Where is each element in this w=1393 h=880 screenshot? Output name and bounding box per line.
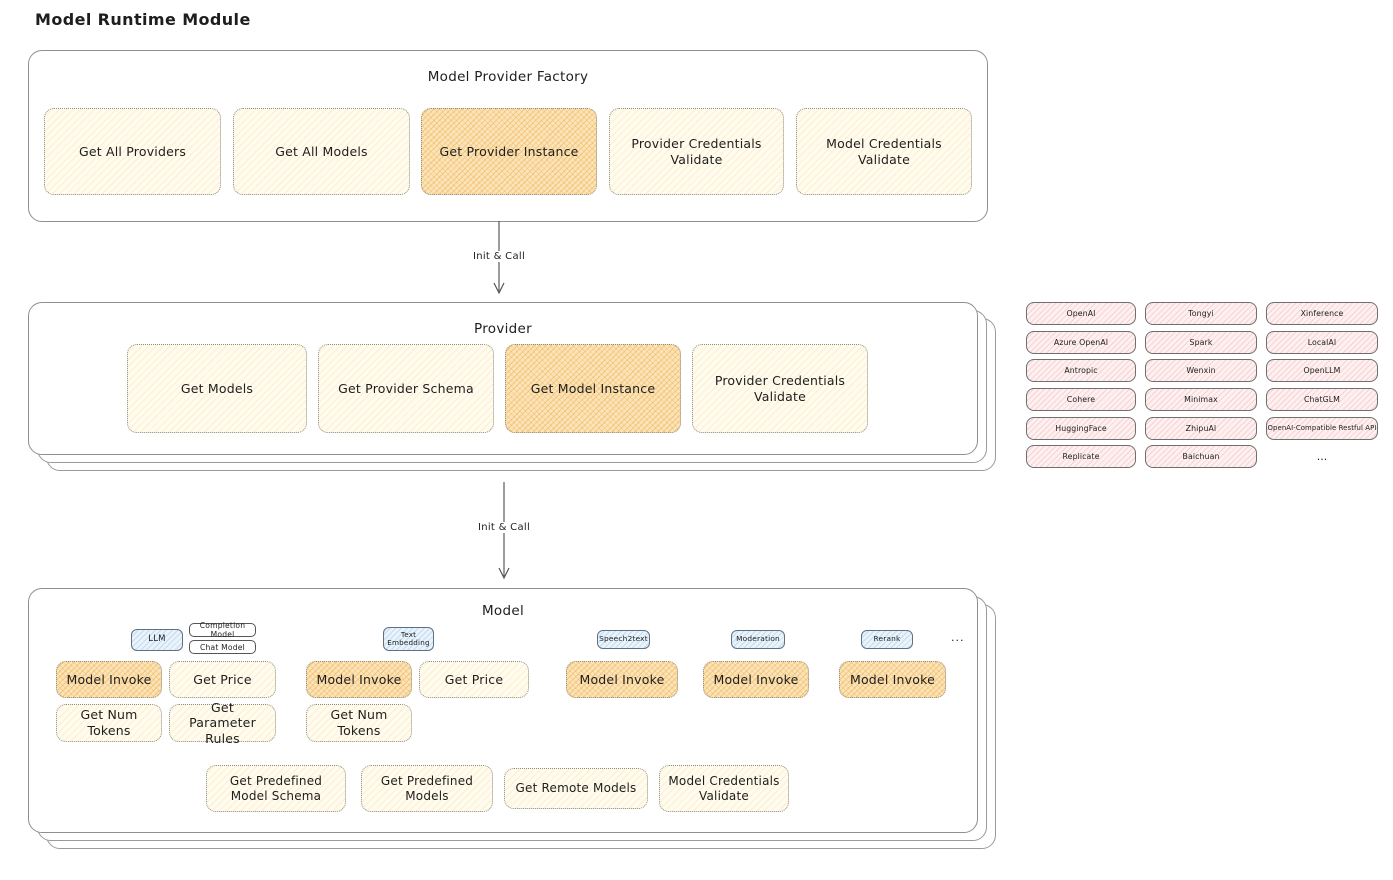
provider-tag-azure-openai: Azure OpenAI	[1026, 330, 1136, 354]
provider-tags-grid: OpenAI Tongyi Xinference Azure OpenAI Sp…	[1026, 302, 1378, 469]
provider-tag-baichuan: Baichuan	[1145, 445, 1257, 469]
speech2text-model-invoke-box: Model Invoke	[566, 661, 678, 698]
factory-get-all-providers-box: Get All Providers	[44, 108, 221, 195]
tab-llm: LLM	[131, 629, 183, 651]
provider-get-model-instance-box: Get Model Instance	[505, 344, 681, 433]
moderation-model-invoke-box: Model Invoke	[703, 661, 809, 698]
provider-tag-huggingface: HuggingFace	[1026, 416, 1136, 440]
factory-get-all-models-box: Get All Models	[233, 108, 410, 195]
provider-tag-antropic: Antropic	[1026, 359, 1136, 383]
llm-get-price-box: Get Price	[169, 661, 276, 698]
tab-chat-model: Chat Model	[189, 640, 256, 654]
provider-tag-openai: OpenAI	[1026, 302, 1136, 325]
factory-model-credentials-validate-box: Model Credentials Validate	[796, 108, 972, 195]
provider-tag-replicate: Replicate	[1026, 445, 1136, 469]
tabs-more-ellipsis: ...	[951, 631, 965, 644]
provider-get-models-box: Get Models	[127, 344, 307, 433]
factory-get-provider-instance-box: Get Provider Instance	[421, 108, 597, 195]
get-predefined-model-schema-box: Get Predefined Model Schema	[206, 765, 346, 812]
factory-provider-credentials-validate-box: Provider Credentials Validate	[609, 108, 784, 195]
provider-tags-more-ellipsis: ...	[1316, 450, 1328, 464]
provider-credentials-validate-box: Provider Credentials Validate	[692, 344, 868, 433]
provider-tag-openllm: OpenLLM	[1266, 359, 1378, 383]
model-credentials-validate-box: Model Credentials Validate	[659, 765, 789, 812]
provider-title: Provider	[474, 321, 532, 337]
page-title: Model Runtime Module	[35, 10, 251, 29]
llm-model-invoke-box: Model Invoke	[56, 661, 162, 698]
tab-speech2text: Speech2text	[597, 630, 650, 649]
arrow2-label: Init & Call	[473, 522, 535, 533]
llm-get-parameter-rules-box: Get Parameter Rules	[169, 700, 276, 746]
tab-completion-model: Completion Model	[189, 621, 256, 639]
provider-tag-xinference: Xinference	[1266, 302, 1378, 325]
text-embedding-model-invoke-box: Model Invoke	[306, 661, 412, 698]
llm-get-num-tokens-box: Get Num Tokens	[56, 704, 162, 742]
text-embedding-get-price-box: Get Price	[419, 661, 529, 698]
provider-tag-zhipuai: ZhipuAI	[1145, 416, 1257, 440]
provider-tag-tongyi: Tongyi	[1145, 302, 1257, 325]
model-provider-factory-card: Model Provider Factory Get All Providers…	[28, 50, 988, 222]
text-embedding-get-num-tokens-box: Get Num Tokens	[306, 704, 412, 742]
provider-tag-spark: Spark	[1145, 330, 1257, 354]
model-title: Model	[481, 603, 525, 619]
provider-tag-minimax: Minimax	[1145, 388, 1257, 412]
factory-title: Model Provider Factory	[427, 69, 589, 85]
provider-tag-chatglm: ChatGLM	[1266, 388, 1378, 412]
provider-tag-cohere: Cohere	[1026, 388, 1136, 412]
model-card: Model LLM Completion Model Chat Model Te…	[28, 588, 978, 833]
arrow1-label: Init & Call	[468, 251, 530, 262]
provider-get-provider-schema-box: Get Provider Schema	[318, 344, 494, 433]
tab-text-embedding: Text Embedding	[383, 627, 434, 651]
get-predefined-models-box: Get Predefined Models	[361, 765, 493, 812]
rerank-model-invoke-box: Model Invoke	[839, 661, 946, 698]
provider-card: Provider Get Models Get Provider Schema …	[28, 302, 978, 455]
tab-rerank: Rerank	[861, 630, 913, 649]
provider-tag-localai: LocalAI	[1266, 330, 1378, 354]
get-remote-models-box: Get Remote Models	[504, 768, 648, 809]
provider-tag-openai-compatible-restful-api: OpenAI-Compatible Restful API	[1266, 416, 1378, 440]
tab-moderation: Moderation	[731, 630, 785, 649]
provider-tag-wenxin: Wenxin	[1145, 359, 1257, 383]
